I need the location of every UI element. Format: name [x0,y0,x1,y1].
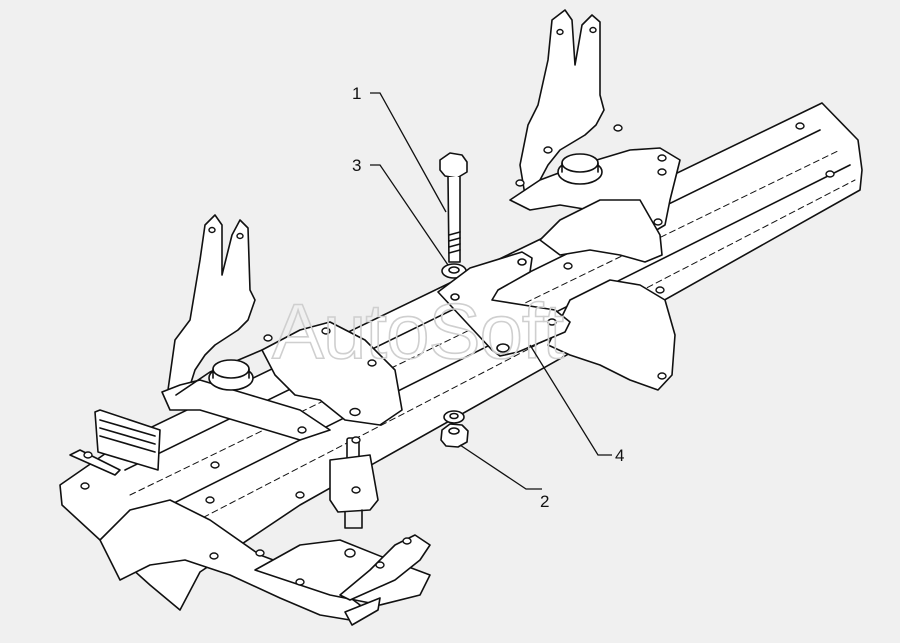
callout-leaders [370,92,612,490]
callout-2-label: 2 [540,492,549,511]
left-guard-plate [69,409,161,476]
bolt-part-1 [439,152,468,263]
callout-1-label: 1 [352,84,361,103]
callout-labels: 1 3 2 4 [352,84,624,511]
right-lower-bracket [547,279,676,391]
watermark: AutoSoft [272,287,565,375]
left-bracket [161,214,403,441]
right-bracket [509,9,681,263]
plate-part-4 [437,251,571,357]
callout-3-label: 3 [352,156,361,175]
lower-cradle [99,499,431,626]
nut-part-2 [440,410,469,448]
callout-4-label: 4 [615,446,624,465]
left-mount-pad [208,359,254,391]
bolt-holes [80,26,835,586]
